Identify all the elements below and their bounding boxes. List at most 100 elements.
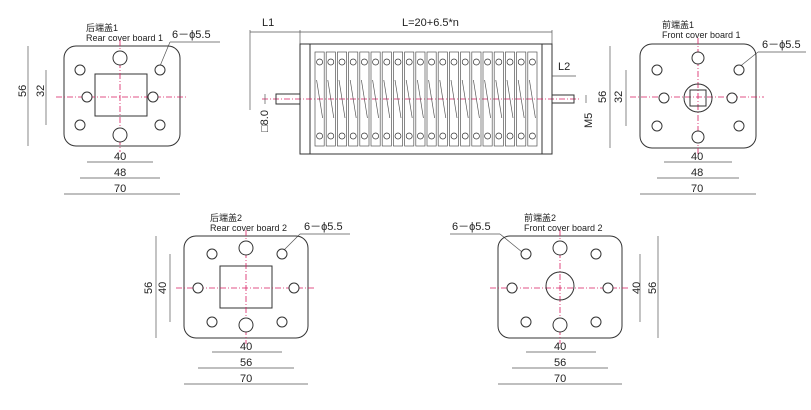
terminal-pin-top bbox=[372, 58, 379, 66]
terminal-contact bbox=[405, 79, 413, 119]
side-body bbox=[299, 43, 553, 155]
front2-hole-bottom bbox=[552, 317, 568, 333]
terminal-wafer bbox=[314, 51, 325, 147]
front2-label-en: Front cover board 2 bbox=[524, 223, 603, 233]
front1-hole-br bbox=[733, 120, 745, 132]
rear2-hole-ml bbox=[192, 282, 204, 294]
terminal-wafer bbox=[381, 51, 392, 147]
terminal-pin-bottom bbox=[349, 132, 357, 140]
terminal-contact bbox=[361, 79, 368, 119]
rear2-hole-tl bbox=[206, 248, 218, 260]
rear-cover-board-1: 后端盖1 Rear cover board 1 6－ϕ5.5 56 32 40 … bbox=[17, 22, 220, 195]
terminal-pin-bottom bbox=[473, 132, 480, 140]
front2-hole-br bbox=[590, 316, 602, 328]
terminal-wafer bbox=[393, 51, 403, 147]
rear1-hole-bottom bbox=[112, 127, 128, 143]
rear2-dim-40: 40 bbox=[240, 341, 252, 353]
terminal-contact bbox=[417, 79, 424, 119]
rear1-hole-top bbox=[112, 50, 128, 66]
front2-leader2 bbox=[499, 233, 523, 253]
front2-hole-spec: 6－ϕ5.5 bbox=[452, 221, 491, 233]
terminal-pin-bottom bbox=[372, 132, 379, 140]
front1-hole-tl bbox=[651, 64, 663, 76]
front2-boss bbox=[545, 271, 575, 301]
rear1-dim-48: 48 bbox=[114, 167, 126, 179]
rear2-hole-top bbox=[238, 240, 254, 256]
terminal-pin-bottom bbox=[394, 132, 402, 140]
side-rear-shaft bbox=[275, 93, 301, 105]
side-view: L1 L=20+6.5*n L2 □8.0 M5 bbox=[249, 17, 595, 155]
terminal-pin-bottom bbox=[461, 132, 469, 140]
terminal-pin-top bbox=[405, 58, 413, 66]
front1-label-cn: 前端盖1 bbox=[662, 19, 694, 30]
terminal-wafer bbox=[516, 51, 527, 147]
rear1-hole-tl bbox=[74, 64, 86, 76]
terminal-pin-bottom bbox=[327, 132, 335, 140]
front2-dim-40: 40 bbox=[554, 341, 566, 353]
terminal-pin-bottom bbox=[506, 132, 514, 140]
front1-hole-mr bbox=[726, 92, 738, 104]
rear1-hole-tr bbox=[154, 64, 166, 76]
front-cover-board-2: 前端盖2 Front cover board 2 6－ϕ5.5 40 56 40… bbox=[450, 212, 659, 385]
terminal-contact bbox=[461, 79, 469, 119]
terminal-wafer bbox=[337, 51, 347, 147]
terminal-contact bbox=[473, 79, 480, 119]
front1-dim-40: 40 bbox=[691, 151, 703, 163]
terminal-wafer bbox=[415, 51, 426, 147]
front2-label-cn: 前端盖2 bbox=[524, 212, 556, 223]
rear2-hole-bl bbox=[206, 316, 218, 328]
terminal-pin-bottom bbox=[428, 132, 435, 140]
front2-hole-bl bbox=[520, 316, 532, 328]
terminal-pin-top bbox=[361, 58, 368, 66]
front1-dim-56: 56 bbox=[597, 91, 609, 103]
front1-hole-spec: 6－ϕ5.5 bbox=[762, 39, 801, 51]
terminal-pin-bottom bbox=[495, 132, 503, 140]
rear2-dim-70: 70 bbox=[240, 373, 252, 385]
front1-hole-bl bbox=[651, 120, 663, 132]
terminal-contact bbox=[338, 79, 346, 119]
terminal-wafer bbox=[460, 51, 471, 147]
terminal-contact bbox=[450, 79, 458, 119]
terminal-pin-top bbox=[495, 58, 503, 66]
terminal-pin-bottom bbox=[338, 132, 346, 140]
rear1-window bbox=[94, 73, 148, 117]
terminal-wafer bbox=[437, 51, 448, 147]
terminal-pin-top bbox=[394, 58, 402, 66]
terminal-wafer bbox=[404, 51, 415, 147]
terminal-wafer bbox=[348, 51, 359, 147]
side-thread: M5 bbox=[583, 113, 595, 128]
rear1-hole-br bbox=[154, 119, 166, 131]
terminal-contact bbox=[517, 79, 525, 119]
terminal-pin-bottom bbox=[484, 132, 491, 140]
front2-dim-70: 70 bbox=[554, 373, 566, 385]
terminal-wafer bbox=[493, 51, 504, 147]
terminal-pin-bottom bbox=[361, 132, 368, 140]
terminal-wafer bbox=[527, 51, 538, 147]
front1-hole-top bbox=[691, 51, 705, 65]
front2-hole-ml bbox=[506, 282, 518, 294]
front-cover-board-1: 前端盖1 Front cover board 1 6－ϕ5.5 56 32 40… bbox=[597, 19, 806, 195]
front2-dim-56: 56 bbox=[647, 282, 659, 294]
terminal-wafer bbox=[325, 51, 336, 147]
terminal-wafer bbox=[471, 51, 482, 147]
front1-shaft-square bbox=[689, 89, 707, 107]
terminal-pin-bottom bbox=[383, 132, 391, 140]
front2-hole-tl bbox=[520, 248, 532, 260]
terminal-contact bbox=[495, 79, 503, 119]
terminal-contact bbox=[349, 79, 357, 119]
rear2-hole-tr bbox=[276, 248, 288, 260]
rear2-leader2 bbox=[281, 233, 301, 253]
rear2-hole-bottom bbox=[238, 317, 254, 333]
terminal-pin-bottom bbox=[529, 132, 536, 140]
terminal-pin-bottom bbox=[316, 132, 323, 140]
terminal-pin-top bbox=[428, 58, 435, 66]
front2-hole-tr bbox=[590, 248, 602, 260]
terminal-contact bbox=[383, 79, 391, 119]
side-l1: L1 bbox=[262, 17, 274, 29]
front1-hole-bottom bbox=[691, 130, 705, 144]
terminal-pin-bottom bbox=[439, 132, 447, 140]
terminal-contact bbox=[428, 79, 435, 119]
rear1-label-en: Rear cover board 1 bbox=[86, 33, 163, 43]
side-shaft-sq: □8.0 bbox=[259, 110, 271, 132]
terminal-wafer bbox=[426, 51, 437, 147]
